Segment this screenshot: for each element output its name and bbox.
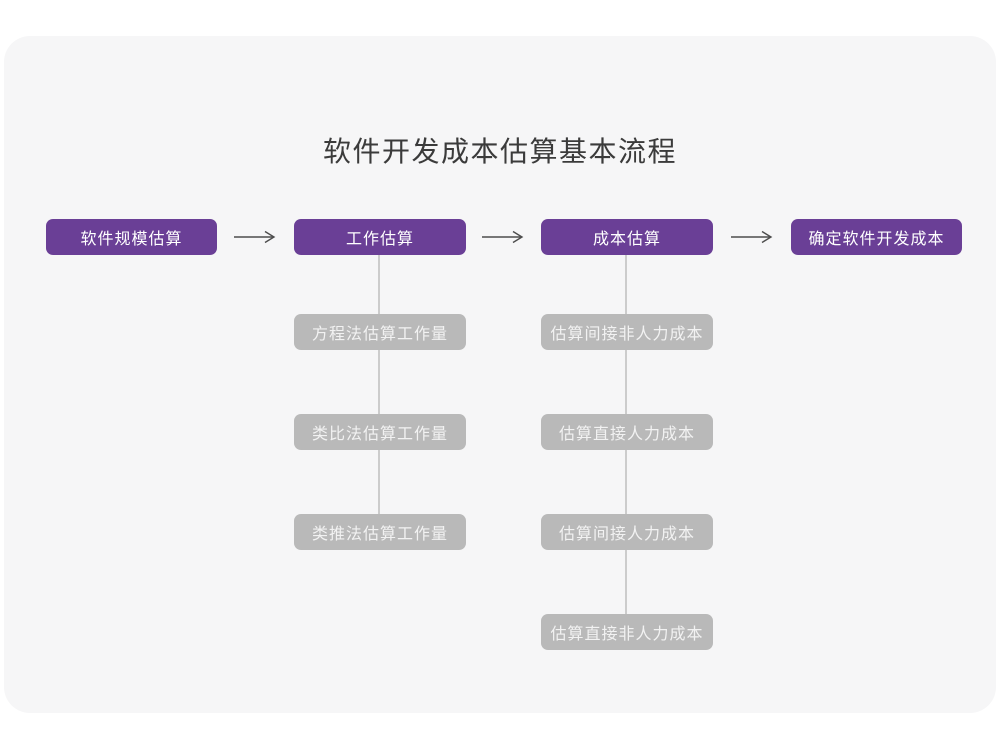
substep-node-analogy-method: 类比法估算工作量 <box>294 414 466 450</box>
stage-node-software-scale-estimation: 软件规模估算 <box>46 219 217 255</box>
diagram-title: 软件开发成本估算基本流程 <box>322 136 677 167</box>
substep-node-direct-nonlabor-cost: 估算直接非人力成本 <box>541 614 713 650</box>
substep-node-indirect-labor-cost: 估算间接人力成本 <box>541 514 713 550</box>
substep-node-direct-labor-cost: 估算直接人力成本 <box>541 414 713 450</box>
right-arrow-icon <box>731 230 773 244</box>
stage-node-cost-estimation: 成本估算 <box>541 219 713 255</box>
substep-node-equation-method: 方程法估算工作量 <box>294 314 466 350</box>
connector-line-effort <box>378 255 380 515</box>
substep-node-extrapolation-method: 类推法估算工作量 <box>294 514 466 550</box>
right-arrow-icon <box>482 230 524 244</box>
right-arrow-icon <box>234 230 276 244</box>
stage-node-determine-dev-cost: 确定软件开发成本 <box>791 219 962 255</box>
diagram-card: 软件开发成本估算基本流程 软件规模估算 工作估算 成本估算 确定软件开发成本 方… <box>4 36 996 713</box>
substep-node-indirect-nonlabor-cost: 估算间接非人力成本 <box>541 314 713 350</box>
stage-node-effort-estimation: 工作估算 <box>294 219 466 255</box>
